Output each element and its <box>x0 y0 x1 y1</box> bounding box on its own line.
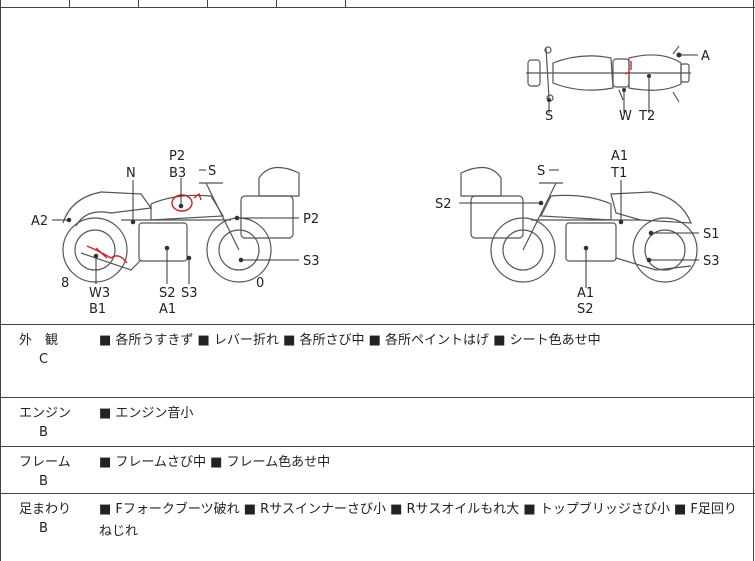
left-view-points <box>66 203 244 263</box>
header-cell <box>207 0 277 7</box>
label-B3: B3 <box>169 166 186 181</box>
left-view-leaders <box>52 169 299 284</box>
section-frame: フレーム B ■ フレームさび中 ■ フレーム色あせ中 <box>1 446 755 493</box>
motorcycle-top-view <box>526 45 691 103</box>
label-S2-bottom: S2 <box>577 302 594 317</box>
label-8: 8 <box>61 276 69 291</box>
condition-notes: ■ エンジン音小 <box>99 406 194 421</box>
label-A2: A2 <box>31 214 48 229</box>
label-S3-right-view: S3 <box>703 254 720 269</box>
label-W: W <box>619 109 632 124</box>
grade-value: B <box>39 425 48 440</box>
label-A1: A1 <box>159 302 176 317</box>
grade-value: C <box>39 352 49 367</box>
label-N: N <box>126 166 136 181</box>
label-W3: W3 <box>89 286 110 301</box>
condition-notes: ■ 各所うすきず ■ レバー折れ ■ 各所さび中 ■ 各所ペイントはげ ■ シー… <box>99 333 601 348</box>
category-label: 足まわり <box>19 502 72 517</box>
top-view-leaders <box>548 54 698 113</box>
label-B1: B1 <box>89 302 106 317</box>
header-cell <box>276 0 346 7</box>
label-A: A <box>701 49 710 64</box>
grade-value: B <box>39 521 48 536</box>
condition-notes: ■ Fフォークブーツ破れ ■ Rサスインナーさび小 ■ Rサスオイルもれ大 ■ … <box>99 502 737 539</box>
right-view-leaders <box>459 169 699 288</box>
motorcycle-diagram-svg: A S W T2 <box>31 45 720 317</box>
label-0: 0 <box>256 276 264 291</box>
label-S2-left: S2 <box>435 197 452 212</box>
label-S-top-right: S <box>537 164 545 179</box>
label-S3-right: S3 <box>303 254 320 269</box>
label-A1-bottom: A1 <box>577 286 594 301</box>
label-S3-bottom: S3 <box>181 286 198 301</box>
motorcycle-left-side-view <box>62 167 300 283</box>
motorcycle-right-side-view <box>460 167 698 283</box>
label-S2: S2 <box>159 286 176 301</box>
condition-notes: ■ フレームさび中 ■ フレーム色あせ中 <box>99 455 331 470</box>
label-T2: T2 <box>638 109 655 124</box>
header-row-remnant <box>1 0 755 8</box>
label-T1: T1 <box>610 166 627 181</box>
category-label: 外 観 <box>19 333 59 348</box>
category-label: フレーム <box>19 455 71 470</box>
label-S-top: S <box>208 164 216 179</box>
header-cell <box>138 0 208 7</box>
section-suspension: 足まわり B ■ Fフォークブーツ破れ ■ Rサスインナーさび小 ■ Rサスオイ… <box>1 493 755 561</box>
right-view-points <box>538 200 654 263</box>
left-view-damage <box>86 192 202 264</box>
header-cell <box>69 0 139 7</box>
label-A1-top: A1 <box>611 149 628 164</box>
label-S: S <box>545 109 553 124</box>
damage-diagram: A S W T2 <box>1 8 755 324</box>
label-S1: S1 <box>703 227 720 242</box>
section-exterior: 外 観 C ■ 各所うすきず ■ レバー折れ ■ 各所さび中 ■ 各所ペイントは… <box>1 324 755 397</box>
top-view-points <box>547 52 682 102</box>
section-engine: エンジン B ■ エンジン音小 <box>1 397 755 446</box>
label-P2-top: P2 <box>169 149 185 164</box>
category-label: エンジン <box>19 406 72 421</box>
top-view-damage <box>624 61 632 75</box>
label-P2-right: P2 <box>303 212 319 227</box>
header-cell <box>1 0 70 7</box>
grade-value: B <box>39 474 48 489</box>
